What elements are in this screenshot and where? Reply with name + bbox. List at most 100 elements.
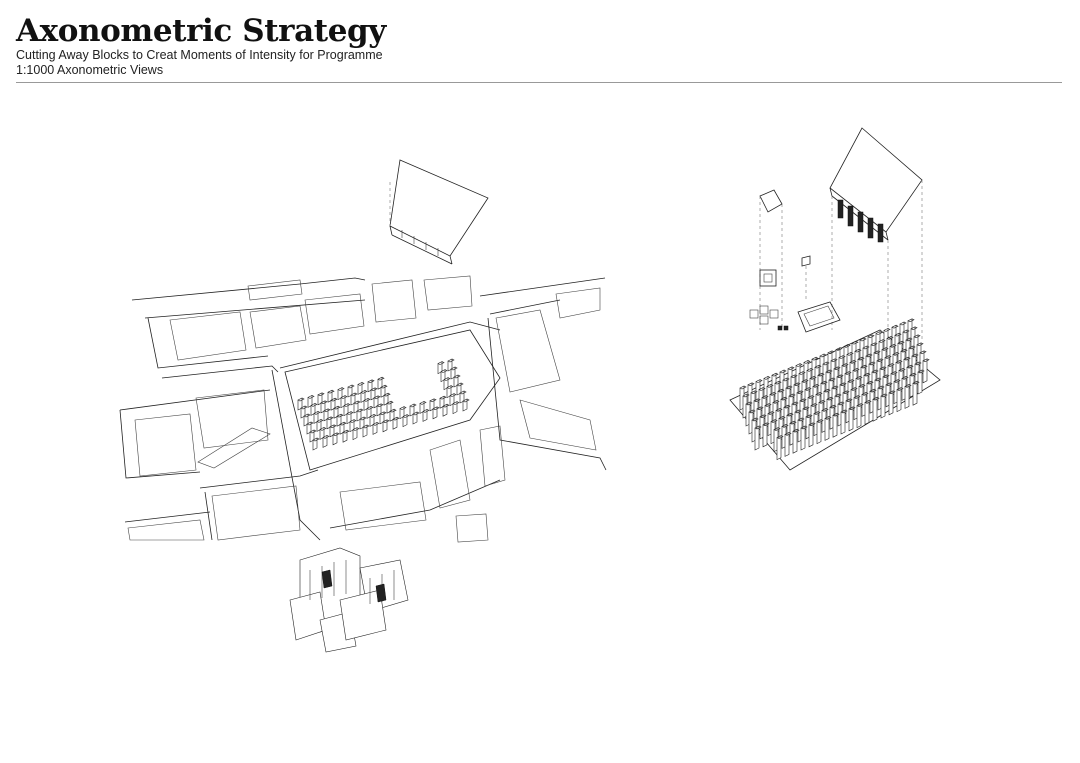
- pillar: [437, 361, 445, 375]
- site-pillar-field: [284, 329, 501, 471]
- pillar: [349, 419, 357, 433]
- pillar: [443, 377, 451, 391]
- pillar: [762, 422, 770, 448]
- exploded-components: [749, 189, 841, 333]
- pillar: [303, 413, 311, 427]
- pillar: [383, 392, 391, 406]
- pillar: [422, 408, 430, 422]
- pillar: [342, 429, 350, 443]
- pillar: [459, 390, 467, 404]
- pillar: [462, 398, 470, 412]
- title-block: Axonometric Strategy Cutting Away Blocks…: [16, 14, 386, 78]
- pillar: [419, 400, 427, 414]
- pillar: [382, 419, 390, 433]
- pillar: [353, 400, 361, 414]
- pillar: [356, 408, 364, 422]
- scale-note: 1:1000 Axonometric Views: [16, 63, 164, 77]
- pillar: [379, 411, 387, 425]
- pillar: [888, 390, 896, 416]
- pillar: [357, 381, 365, 395]
- pillar: [322, 434, 330, 448]
- pillar: [792, 428, 800, 454]
- header-divider: [16, 82, 1062, 83]
- pillar: [824, 415, 832, 441]
- pillar: [872, 396, 880, 422]
- pillar: [432, 406, 440, 420]
- pillar: [372, 421, 380, 435]
- pillar: [377, 376, 385, 390]
- pillar: [309, 429, 317, 443]
- site-axonometric: [119, 159, 607, 653]
- pillar: [389, 408, 397, 422]
- pillar-grid-left: [297, 358, 470, 451]
- pillar: [336, 413, 344, 427]
- page-subtitle: Cutting Away Blocks to Creat Moments of …: [16, 48, 383, 62]
- pillar: [310, 402, 318, 416]
- pillar: [856, 403, 864, 429]
- pillar: [880, 393, 888, 419]
- exploded-axonometric: [729, 127, 941, 471]
- pillar: [307, 394, 315, 408]
- pillar: [337, 387, 345, 401]
- street-lines: [119, 277, 607, 541]
- pillar: [442, 403, 450, 417]
- pillar: [912, 380, 920, 406]
- pillar: [447, 358, 455, 372]
- pillar: [297, 397, 305, 411]
- pillar: [402, 414, 410, 428]
- pillar: [784, 431, 792, 457]
- floating-roof-left: [389, 159, 489, 265]
- urban-blocks: [127, 275, 601, 543]
- pillar: [363, 397, 371, 411]
- pillar: [313, 410, 321, 424]
- pillar: [366, 405, 374, 419]
- pillar: [439, 395, 447, 409]
- pillar: [323, 408, 331, 422]
- pillar: [343, 403, 351, 417]
- pillar: [450, 366, 458, 380]
- pillar: [369, 413, 377, 427]
- pillar: [922, 358, 930, 384]
- pillar: [848, 406, 856, 432]
- pillar: [320, 400, 328, 414]
- pillar: [412, 411, 420, 425]
- pillar: [347, 384, 355, 398]
- pillar: [362, 424, 370, 438]
- pillar: [776, 435, 784, 461]
- pillar: [319, 426, 327, 440]
- pillar: [440, 369, 448, 383]
- pillar: [840, 409, 848, 435]
- exploded-pillar-field: [729, 318, 941, 471]
- pillar: [316, 418, 324, 432]
- pillar-grid-right: [739, 318, 930, 461]
- pillar: [360, 389, 368, 403]
- pillar: [346, 411, 354, 425]
- pillar: [832, 412, 840, 438]
- pillar: [317, 392, 325, 406]
- pillar: [306, 421, 314, 435]
- pillar: [332, 432, 340, 446]
- page-title: Axonometric Strategy: [16, 13, 386, 49]
- pillar: [327, 389, 335, 403]
- pillar: [312, 437, 320, 451]
- pillar: [808, 422, 816, 448]
- exploded-roof: [829, 127, 923, 340]
- pillar: [380, 384, 388, 398]
- pillar: [429, 398, 437, 412]
- pillar: [754, 425, 762, 451]
- pillar: [399, 406, 407, 420]
- pillar: [333, 405, 341, 419]
- pillar: [340, 395, 348, 409]
- pillar: [453, 374, 461, 388]
- pillar: [816, 419, 824, 445]
- pillar: [376, 403, 384, 417]
- pillar: [392, 416, 400, 430]
- pillar: [449, 393, 457, 407]
- pillar: [452, 401, 460, 415]
- pillar: [367, 379, 375, 393]
- pillar: [359, 416, 367, 430]
- pillar: [373, 395, 381, 409]
- pillar: [370, 387, 378, 401]
- pillar: [300, 405, 308, 419]
